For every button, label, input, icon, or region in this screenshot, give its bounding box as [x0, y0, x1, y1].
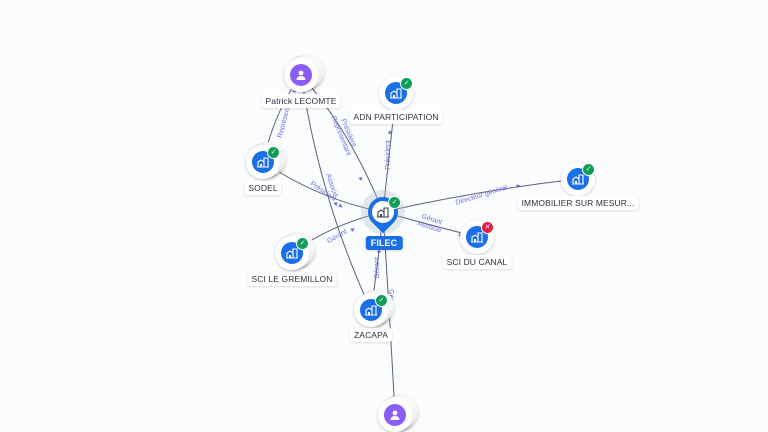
edge-arrow	[388, 129, 392, 134]
active-check-icon: ✓	[388, 196, 401, 209]
node-immo[interactable]: ✓	[561, 162, 595, 196]
node-label[interactable]: SCI DU CANAL	[442, 255, 512, 269]
center-node-label[interactable]: FILEC	[365, 236, 403, 250]
edge-label: GérantAssocié	[416, 213, 444, 235]
edge-arrow	[377, 248, 381, 253]
node-label[interactable]: ZACAPA	[350, 328, 392, 342]
edge-arrow	[358, 176, 363, 182]
person-icon	[384, 404, 406, 426]
node-label[interactable]: ADN PARTICIPATION	[349, 110, 443, 124]
active-check-icon: ✓	[267, 146, 280, 159]
node-patrick[interactable]	[284, 55, 324, 92]
active-check-icon: ✓	[400, 77, 413, 90]
edge-arrow	[516, 184, 521, 189]
inactive-cross-icon: ✕	[481, 221, 494, 234]
node-sodel[interactable]: ✓	[246, 142, 286, 179]
node-person2[interactable]	[378, 395, 418, 432]
edge-arrow	[350, 228, 355, 233]
edge-arrow	[333, 201, 338, 207]
node-zacapa[interactable]: ✓	[354, 290, 394, 327]
node-adn[interactable]: ✓	[379, 76, 413, 110]
active-check-icon: ✓	[375, 294, 388, 307]
active-check-icon: ✓	[582, 163, 595, 176]
edge-label: Gérant	[374, 257, 381, 278]
edge-filec-immo	[382, 178, 579, 213]
edge-arrow	[338, 203, 343, 208]
node-label[interactable]: SODEL	[244, 181, 282, 195]
node-scicanal[interactable]: ✕	[460, 220, 494, 254]
person-icon	[290, 64, 312, 86]
edge-label: Président	[385, 140, 392, 170]
node-scigremillon[interactable]: ✓	[275, 233, 315, 270]
node-label[interactable]: Patrick LECOMTE	[261, 94, 341, 108]
node-label[interactable]: SCI LE GREMILLON	[247, 272, 337, 286]
node-label[interactable]: IMMOBILIER SUR MESUR...	[517, 196, 639, 210]
active-check-icon: ✓	[296, 237, 309, 250]
